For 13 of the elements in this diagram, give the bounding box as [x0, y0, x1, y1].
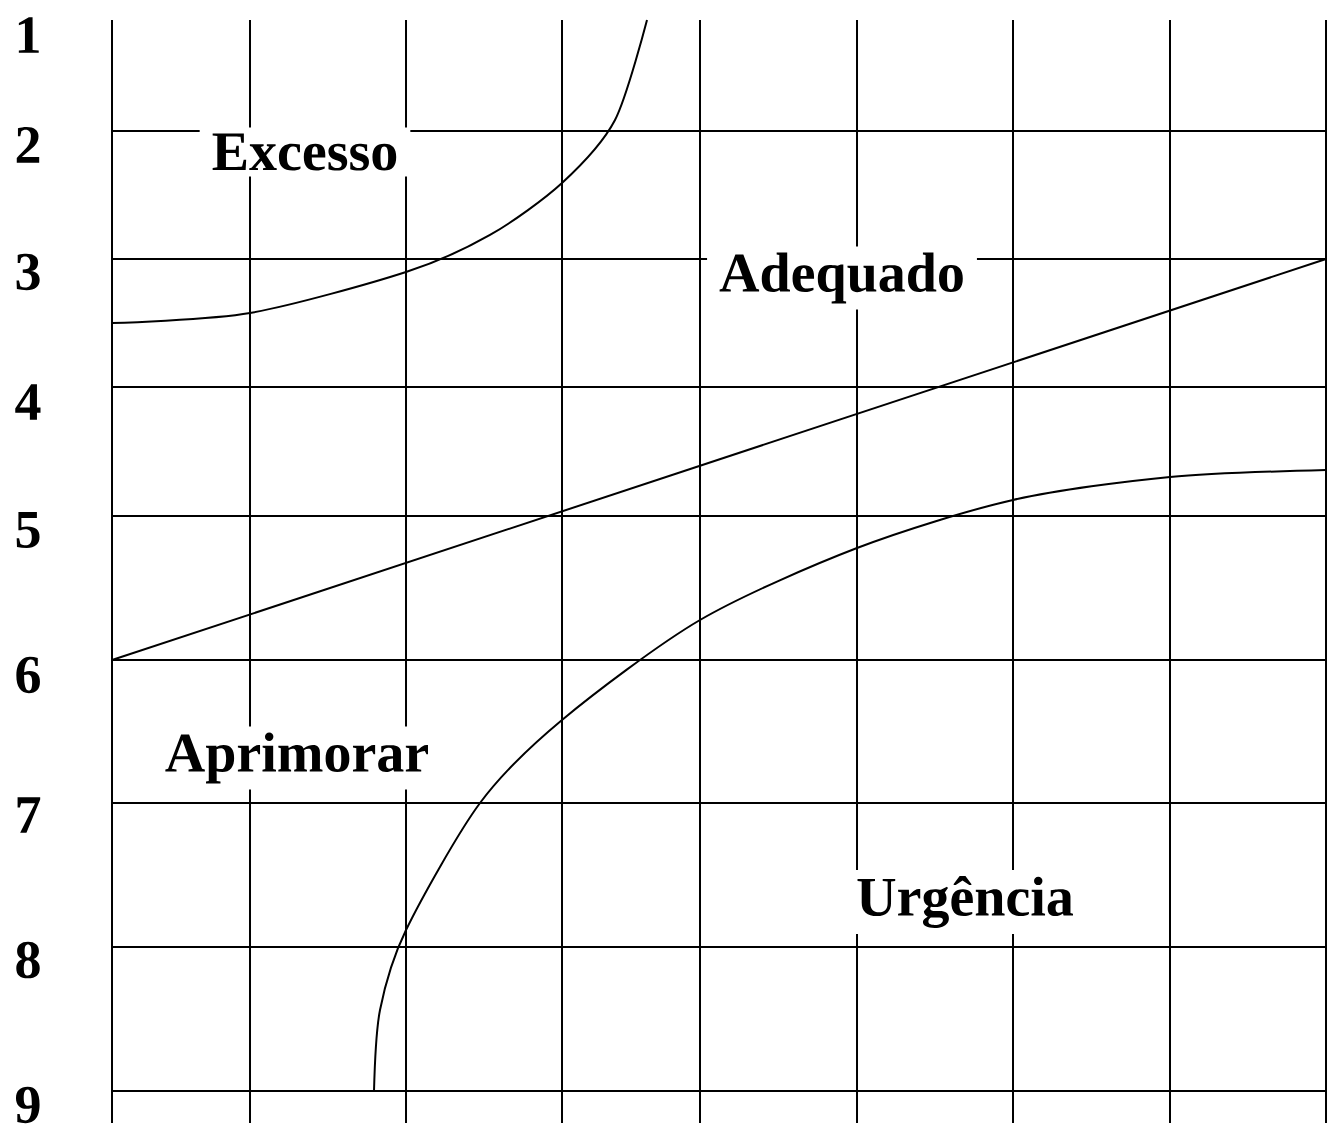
row-number: 8: [16, 941, 40, 979]
row-number: 6: [16, 656, 40, 694]
region-label: Aprimorar: [152, 726, 442, 790]
region-label: Excesso: [199, 127, 411, 177]
row-number: 1: [18, 17, 39, 53]
row-number: 3: [16, 253, 40, 291]
region-label: Urgência: [844, 870, 1086, 934]
row-number: 4: [15, 384, 41, 420]
row-number: 7: [17, 797, 41, 833]
region-label: Adequado: [707, 246, 977, 310]
row-number: 2: [16, 127, 40, 163]
row-number: 5: [16, 512, 40, 548]
row-number: 9: [16, 1086, 40, 1124]
